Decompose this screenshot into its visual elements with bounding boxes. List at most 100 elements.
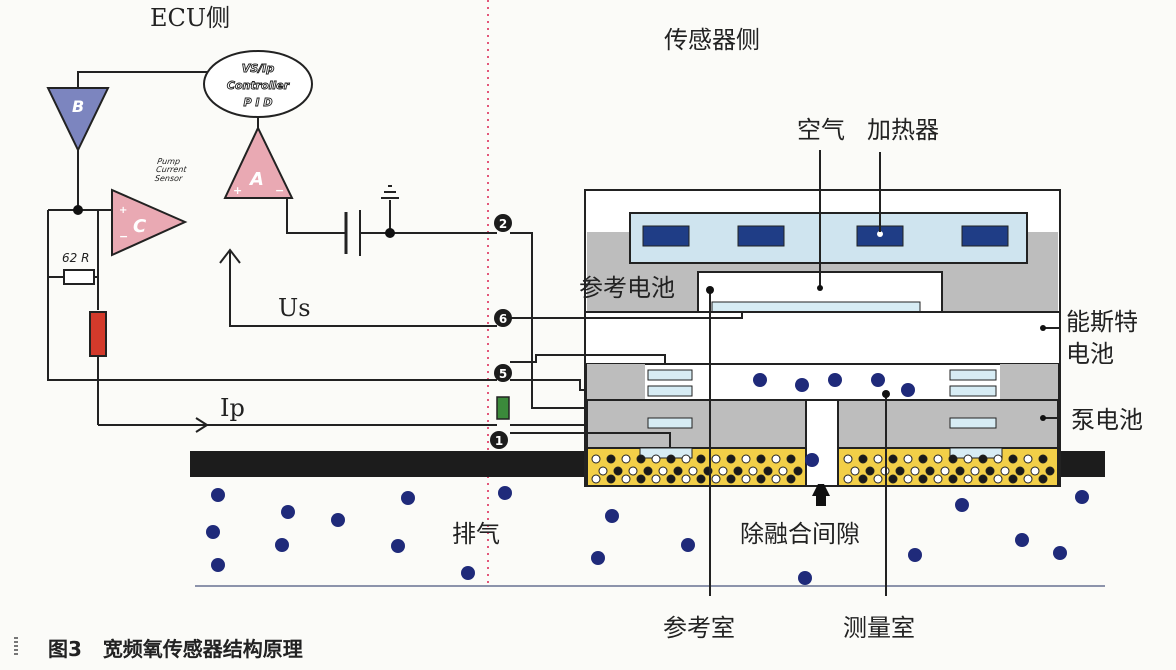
ceramic-grain <box>711 454 721 464</box>
ceramic-grain <box>658 466 668 476</box>
ceramic-grain <box>903 474 913 484</box>
sensor-body <box>584 189 1061 506</box>
measurement-electrode-right <box>949 369 997 381</box>
ceramic-grain <box>606 454 616 464</box>
ceramic-grain <box>963 474 973 484</box>
ceramic-grain <box>978 454 988 464</box>
ceramic-grain <box>895 466 905 476</box>
amplifier-a <box>223 125 294 199</box>
ceramic-grain <box>985 466 995 476</box>
ceramic-grain <box>643 466 653 476</box>
pin-6 <box>494 309 512 327</box>
exhaust-gas-molecule <box>828 373 842 387</box>
exhaust-gas-molecule <box>461 566 475 580</box>
exhaust-gas-molecule <box>206 525 220 539</box>
ceramic-grain <box>1008 474 1018 484</box>
ceramic-grain <box>873 454 883 464</box>
svg-text:1: 1 <box>495 434 503 448</box>
ceramic-grain <box>933 454 943 464</box>
ceramic-grain <box>696 454 706 464</box>
figure-number: 图3 <box>48 637 82 661</box>
diffusion-gap-label: 除融合间隙 <box>740 520 860 548</box>
outer-pump-electrode-left <box>639 447 693 459</box>
ceramic-grain <box>925 466 935 476</box>
exhaust-gas-molecule <box>401 491 415 505</box>
ceramic-grain <box>651 454 661 464</box>
exhaust-gas-molecule <box>871 373 885 387</box>
ceramic-grain <box>865 466 875 476</box>
exhaust-gas-molecule <box>681 538 695 552</box>
ceramic-grain <box>636 454 646 464</box>
ceramic-grain <box>888 474 898 484</box>
heater-label: 加热器 <box>867 116 939 144</box>
ceramic-grain <box>963 454 973 464</box>
ceramic-grain <box>850 466 860 476</box>
exhaust-gas-molecule <box>908 548 922 562</box>
exhaust-gas-molecule <box>1015 533 1029 547</box>
ceramic-grain <box>718 466 728 476</box>
exhaust-gas-molecule <box>901 383 915 397</box>
ceramic-grain <box>681 474 691 484</box>
ceramic-grain <box>888 454 898 464</box>
amplifier-b <box>46 87 110 153</box>
ceramic-grain <box>1015 466 1025 476</box>
wiring <box>47 71 1060 596</box>
ceramic-grain <box>1045 466 1055 476</box>
exhaust-gas-molecule <box>1075 490 1089 504</box>
heater-element <box>961 225 1009 247</box>
ceramic-grain <box>606 474 616 484</box>
ceramic-grain <box>621 454 631 464</box>
exhaust-gas-molecule <box>281 505 295 519</box>
figure-caption: 图3 宽频氧传感器结构原理 <box>48 633 303 662</box>
ceramic-grain <box>858 454 868 464</box>
ceramic-grain <box>636 474 646 484</box>
ceramic-grain <box>843 474 853 484</box>
exhaust-gas-molecule <box>1053 546 1067 560</box>
ceramic-grain <box>756 454 766 464</box>
ceramic-grain <box>591 454 601 464</box>
svg-text:+: + <box>119 205 127 216</box>
heater-body <box>629 212 1028 264</box>
ceramic-grain <box>613 466 623 476</box>
ceramic-grain <box>733 466 743 476</box>
pid-controller <box>203 50 313 118</box>
measurement-chamber-label: 测量室 <box>843 614 915 642</box>
ceramic-grain <box>741 474 751 484</box>
exhaust-gas-molecule <box>805 453 819 467</box>
svg-text:6: 6 <box>499 312 507 326</box>
controller-line2: Controller <box>227 79 290 92</box>
ceramic-grain <box>771 474 781 484</box>
ceramic-grain <box>681 454 691 464</box>
resistor-62r <box>63 269 95 285</box>
ceramic-grain <box>873 474 883 484</box>
air-label: 空气 <box>797 116 845 144</box>
exhaust-gas-molecule <box>605 509 619 523</box>
ceramic-grain <box>786 474 796 484</box>
outer-pump-electrode-right <box>949 447 1003 459</box>
exhaust-gas-molecule <box>211 558 225 572</box>
amplifier-b-label: B <box>72 97 84 116</box>
svg-text:2: 2 <box>499 217 507 231</box>
ceramic-grain <box>940 466 950 476</box>
ceramic-grain <box>793 466 803 476</box>
figure-title: 宽频氧传感器结构原理 <box>102 637 303 661</box>
ceramic-grain <box>763 466 773 476</box>
nernst-cell-layer <box>587 312 1058 364</box>
ceramic-grain <box>1023 474 1033 484</box>
ceramic-grain <box>903 454 913 464</box>
sensor-side-label: 传感器侧 <box>664 26 760 54</box>
exhaust-gas-molecule <box>591 551 605 565</box>
ceramic-grain <box>933 474 943 484</box>
us-arrow <box>219 248 241 264</box>
ceramic-grain <box>955 466 965 476</box>
exhaust-gas-molecule <box>331 513 345 527</box>
connector-pins: 2 6 5 1 <box>490 214 512 449</box>
reference-chamber-label: 参考室 <box>663 614 735 642</box>
ceramic-grain <box>910 466 920 476</box>
ceramic-grain <box>748 466 758 476</box>
ceramic-grain <box>778 466 788 476</box>
ceramic-grain <box>591 474 601 484</box>
exhaust-gas-molecule <box>498 486 512 500</box>
